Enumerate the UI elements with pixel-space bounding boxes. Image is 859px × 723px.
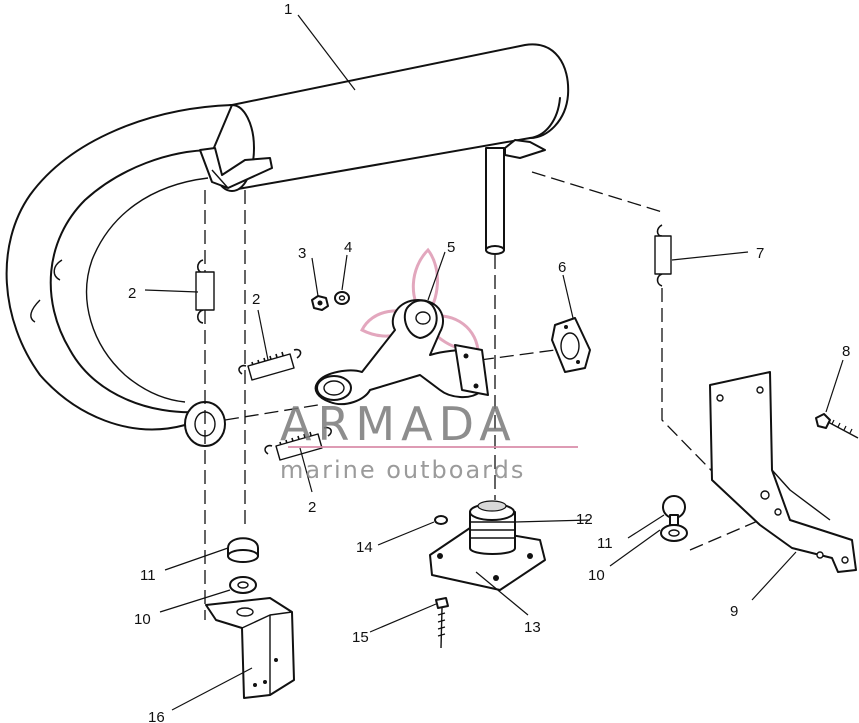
callout-14: 14 [356,539,373,556]
spring-2-a [195,259,215,324]
callout-2-c: 2 [308,499,316,516]
callout-9: 9 [730,603,738,620]
callout-13: 13 [524,619,541,636]
callout-labels: 1 2 2 2 3 4 5 6 7 8 9 10 10 11 11 12 13 … [128,1,850,723]
muffler-bracket-left [199,147,273,189]
washer-14 [434,515,448,525]
callout-12: 12 [576,511,593,528]
right-bracket-9 [709,371,857,573]
grommet-11-left [227,537,259,563]
callout-10-left: 10 [134,611,151,628]
callout-2-a: 2 [128,285,136,302]
callout-4: 4 [344,239,352,256]
mounting-stud [485,147,505,255]
left-bracket-16 [205,597,295,699]
callout-11-right: 11 [597,535,613,552]
callout-8: 8 [842,343,850,360]
watermark-subtitle: marine outboards [280,456,525,484]
callout-6: 6 [558,259,566,276]
alignment-lines [204,171,761,620]
callout-2-b: 2 [252,291,260,308]
callout-16: 16 [148,709,165,723]
callout-7: 7 [756,245,764,262]
watermark: ARMADA marine outboards [280,397,578,484]
screw-15 [435,597,449,649]
washer-10-left [229,576,257,594]
callout-5: 5 [447,239,455,256]
bolt-8 [815,413,859,439]
callout-1: 1 [284,1,292,18]
muffler-bracket-right [504,139,546,159]
watermark-title: ARMADA [280,397,517,451]
gasket-6 [551,317,591,373]
leader-lines [144,14,844,711]
washer-10-right [660,524,688,542]
callout-3: 3 [298,245,306,262]
callout-15: 15 [352,629,369,646]
spring-7 [654,224,672,287]
grommet-11-right [662,495,686,526]
spring-2-b [238,348,302,381]
fitting-12 [469,500,516,555]
exhaust-manifold [314,299,489,406]
washer-4 [334,291,350,305]
nut-3 [311,295,329,311]
callout-10-right: 10 [588,567,605,584]
callout-11-left: 11 [140,567,156,584]
